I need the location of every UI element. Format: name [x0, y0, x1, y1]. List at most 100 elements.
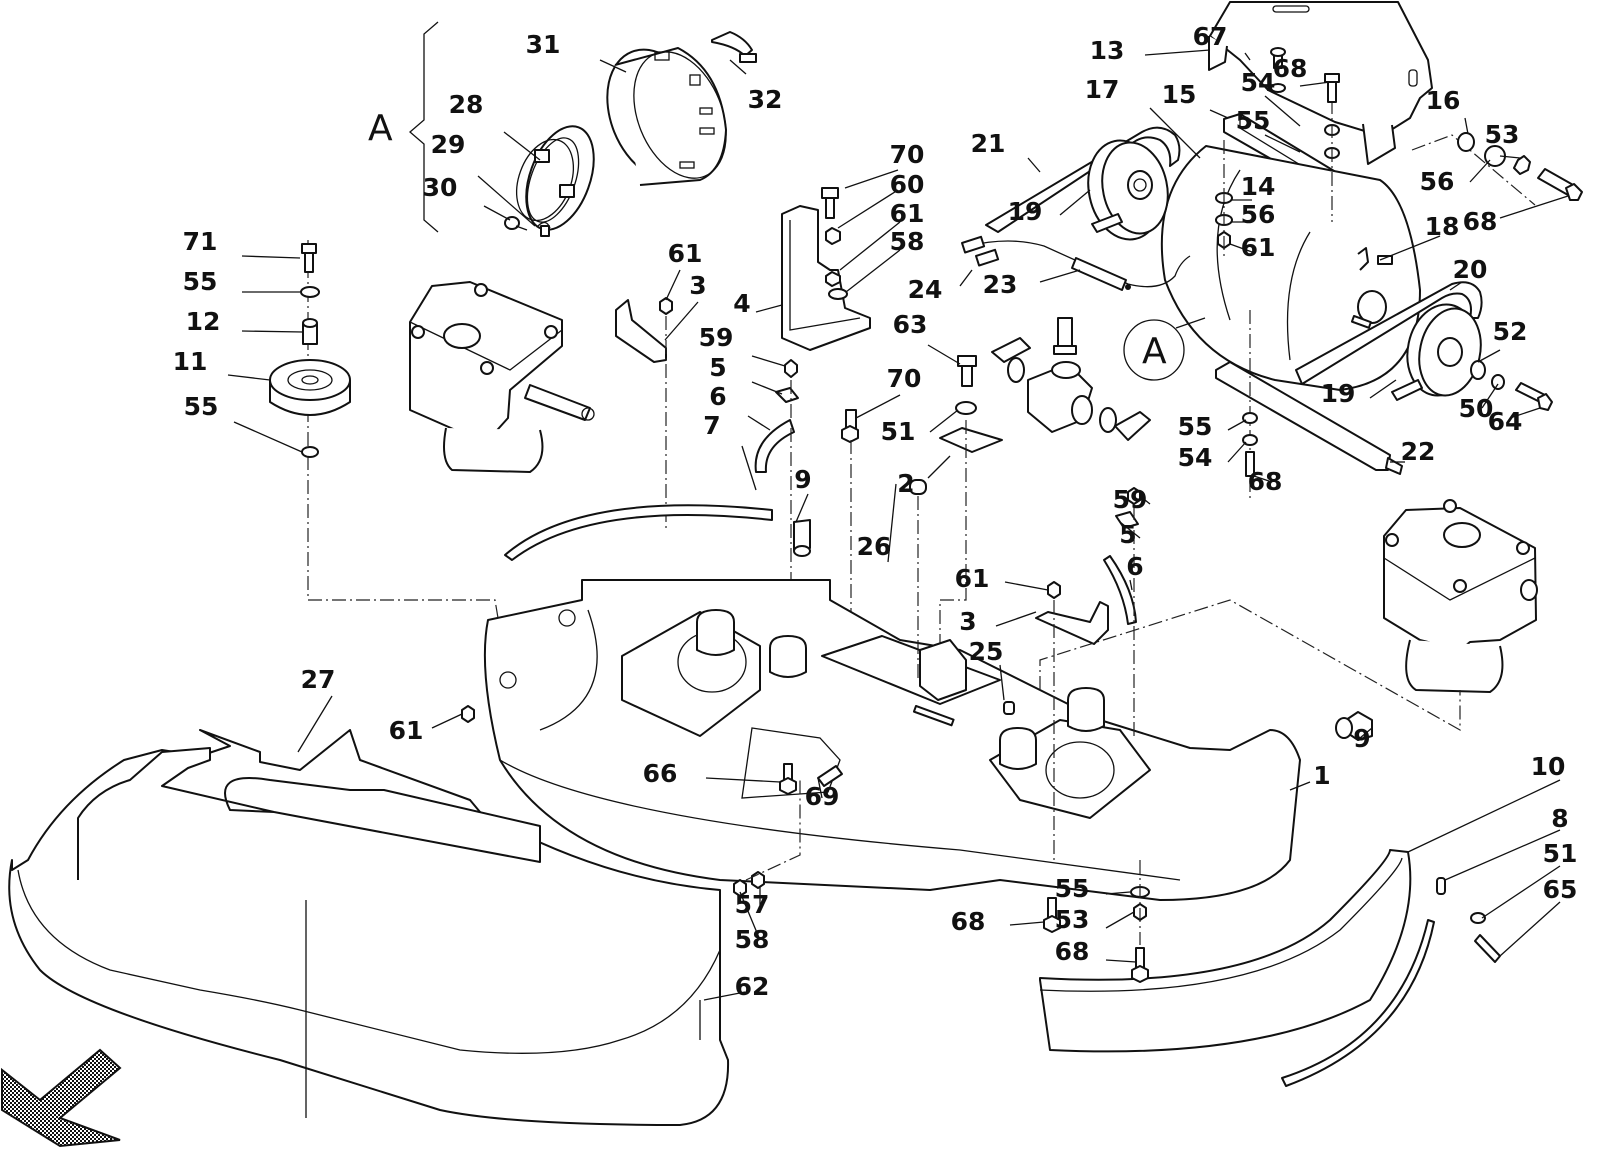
callout-washer[interactable]: 55 [1178, 412, 1247, 441]
callout-screw[interactable]: 65 [1499, 875, 1577, 957]
brush-clip[interactable] [711, 31, 757, 63]
callout-brush-ring[interactable]: 31 [526, 30, 627, 73]
callout-angle-bracket[interactable]: 3 [959, 607, 1037, 636]
deflector[interactable] [1039, 849, 1412, 1053]
callout-idler-pulley[interactable]: 11 [173, 347, 271, 381]
callout-electric-motor[interactable]: 17 [1085, 75, 1201, 159]
brush-holder-plate[interactable] [506, 117, 606, 239]
mower-deck[interactable] [483, 579, 1301, 901]
callout-mounting-bar[interactable]: 15 [1162, 80, 1229, 119]
belt-guard-cover[interactable] [1208, 1, 1433, 165]
callout-hose-nipple[interactable]: 9 [1353, 724, 1373, 753]
callout-screw[interactable]: 67 [1193, 22, 1251, 61]
callout-bolt[interactable]: 68 [1273, 54, 1331, 87]
callout-deck-cover[interactable]: 27 [297, 665, 335, 753]
callout-brush-holder-plate[interactable]: 28 [449, 90, 541, 161]
hose-left[interactable] [504, 359, 811, 640]
callout-shaft-bar[interactable]: 22 [1390, 437, 1435, 466]
motor-bracket[interactable] [781, 187, 871, 640]
spring[interactable] [537, 221, 551, 237]
hose-right[interactable] [1103, 487, 1141, 740]
callout-washer[interactable]: 51 [1481, 839, 1577, 919]
callout-bolt[interactable]: 63 [893, 310, 961, 365]
deck-lower-fasteners[interactable] [1043, 860, 1150, 983]
callout-carbon-brush[interactable]: 30 [423, 173, 511, 221]
callout-bolt[interactable]: 68 [1055, 937, 1137, 966]
callout-washer[interactable]: 51 [881, 409, 959, 446]
motor-fasteners[interactable] [1215, 47, 1340, 256]
callout-flat-washer[interactable]: 56 [1420, 159, 1491, 196]
cable[interactable] [967, 240, 1191, 291]
callout-bolt[interactable]: 70 [855, 364, 921, 419]
callout-brush-clip[interactable]: 32 [729, 59, 782, 114]
callout-bolt[interactable]: 70 [844, 140, 924, 189]
deck-cover[interactable] [8, 729, 730, 1126]
callout-spring[interactable]: 29 [431, 130, 536, 227]
callout-bolt[interactable]: 68 [1463, 195, 1569, 236]
callout-nut[interactable]: 59 [1113, 485, 1151, 514]
callout-bolt[interactable]: 68 [1248, 467, 1283, 496]
callout-rivet[interactable]: 62 [703, 972, 769, 1001]
callout-motor-bracket[interactable]: 4 [733, 289, 783, 318]
callout-nut[interactable]: 59 [699, 323, 786, 367]
callout-bolt[interactable]: 68 [951, 907, 1045, 936]
callout-spacer-tube[interactable]: 12 [186, 307, 304, 336]
callout-hose[interactable]: 6 [1126, 552, 1144, 591]
right-hardware[interactable] [1411, 132, 1583, 206]
callout-mower-deck[interactable]: 1 [1289, 761, 1331, 791]
callout-lock-washer[interactable]: 50 [1459, 383, 1499, 423]
callout-nut[interactable]: 14 [1232, 172, 1275, 201]
callout-washer[interactable]: 55 [1236, 106, 1301, 153]
callout-bolt[interactable]: 69 [805, 777, 840, 811]
callout-washer[interactable]: 55 [1055, 874, 1131, 903]
callout-key[interactable]: 18 [1379, 212, 1459, 261]
lower-right-hardware[interactable] [1470, 360, 1553, 411]
callout-washer[interactable]: 58 [845, 227, 924, 293]
callout-nut[interactable]: 61 [839, 199, 924, 271]
callout-washer[interactable]: 56 [1232, 200, 1275, 229]
callout-nut[interactable]: 58 [735, 891, 770, 954]
callout-nut[interactable]: 61 [1229, 233, 1275, 262]
callout-belt-guard-cover[interactable]: 13 [1090, 36, 1211, 65]
callout-plug[interactable]: 25 [969, 637, 1005, 701]
callout-v-belt[interactable]: 20 [1449, 255, 1487, 291]
callout-clamp-plate[interactable]: 5 [1119, 520, 1141, 549]
callout-nut[interactable]: 61 [389, 713, 463, 745]
callout-cable-connector[interactable]: 24 [908, 269, 973, 304]
carbon-brush[interactable] [504, 216, 528, 231]
callout-plug[interactable]: 26 [857, 483, 897, 563]
angle-bracket-left[interactable] [615, 297, 673, 530]
callout-washer[interactable]: 54 [1178, 441, 1247, 472]
callout-clamp-plate[interactable]: 5 [709, 353, 783, 395]
shaft-bar[interactable] [1215, 310, 1403, 500]
callout-nut[interactable]: 60 [837, 170, 924, 229]
callout-cable[interactable]: 23 [983, 269, 1081, 299]
callout-screw[interactable]: 66 [643, 759, 781, 788]
v-belt-upper[interactable] [985, 126, 1181, 233]
callout-nut[interactable]: 61 [955, 564, 1049, 593]
callout-rubber-strip[interactable]: 7 [703, 411, 757, 491]
rubber-strip-right[interactable] [1281, 877, 1501, 1087]
callout-hose-nipple[interactable]: 9 [794, 465, 812, 523]
electric-motor[interactable] [1160, 145, 1421, 391]
cable-connector[interactable] [961, 235, 1000, 267]
callout-v-belt[interactable]: 21 [971, 129, 1041, 173]
callout-bracket-plate[interactable]: 2 [897, 455, 951, 498]
callout-angle-bracket[interactable]: 3 [664, 271, 707, 341]
callout-washer[interactable]: 54 [1241, 68, 1301, 127]
callout-rubber-strip[interactable]: 8 [1444, 804, 1569, 881]
callout-hose[interactable]: 6 [709, 382, 771, 431]
tee-fitting[interactable] [939, 317, 1151, 690]
callout-washer[interactable]: 55 [184, 392, 303, 453]
callout-washer[interactable]: 52 [1477, 317, 1527, 363]
idler-stack[interactable] [269, 240, 506, 661]
callout-washer[interactable]: 55 [183, 267, 300, 296]
callout-deflector[interactable]: 10 [1407, 752, 1565, 853]
callout-lock-washer[interactable]: 53 [1055, 905, 1135, 934]
callout-nut[interactable]: 61 [665, 239, 702, 301]
pulley-lower[interactable] [1391, 298, 1488, 402]
deck-fasteners[interactable] [461, 479, 1015, 897]
callout-spacer[interactable]: 16 [1426, 86, 1469, 135]
angle-bracket-right[interactable] [1035, 581, 1109, 860]
callout-pulley[interactable]: 19 [1008, 189, 1091, 226]
